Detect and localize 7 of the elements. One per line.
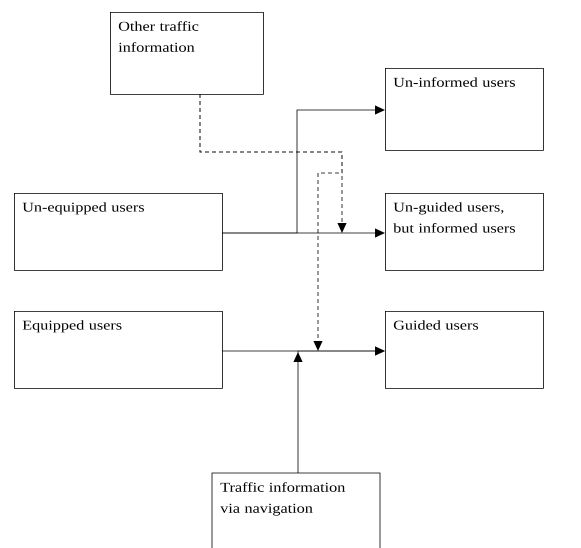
box: Un-informed users [385,68,544,151]
box: Guided users [385,311,544,389]
box: Equipped users [14,311,223,389]
box: Other traffic information [110,12,264,95]
box: Un-guided users, but informed users [385,193,544,271]
box: Un-equipped users [14,193,223,271]
box: Traffic information via navigation [212,472,380,548]
